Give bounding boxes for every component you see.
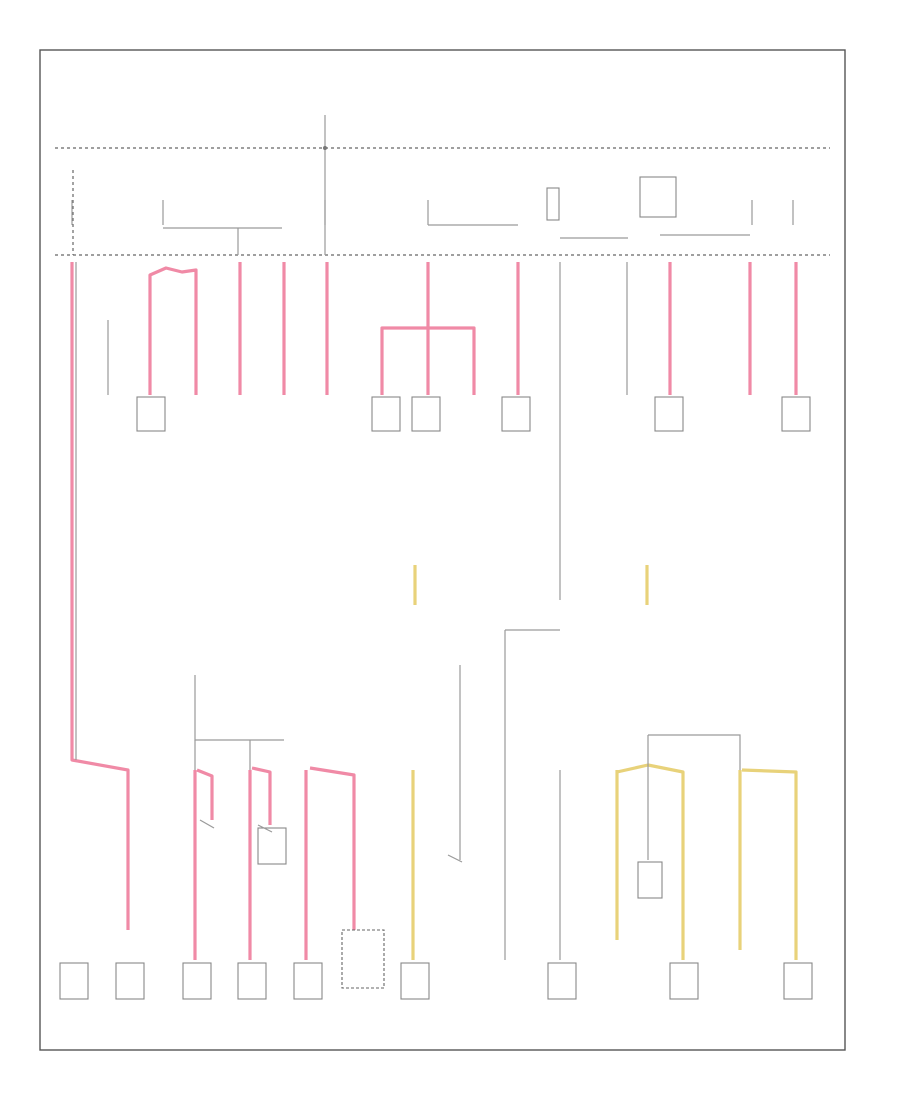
fuse-symbols [71,200,794,255]
diagram-frame [39,49,846,1051]
relay-box-upper-right [639,176,677,218]
lower-switches [199,819,463,863]
lower-row-components [59,827,813,1000]
relay-box-upper [546,187,560,221]
main-feed-splice [323,146,327,150]
upper-row-wires [70,262,798,930]
lower-row-wires [193,629,798,960]
upper-row-components [136,396,811,432]
